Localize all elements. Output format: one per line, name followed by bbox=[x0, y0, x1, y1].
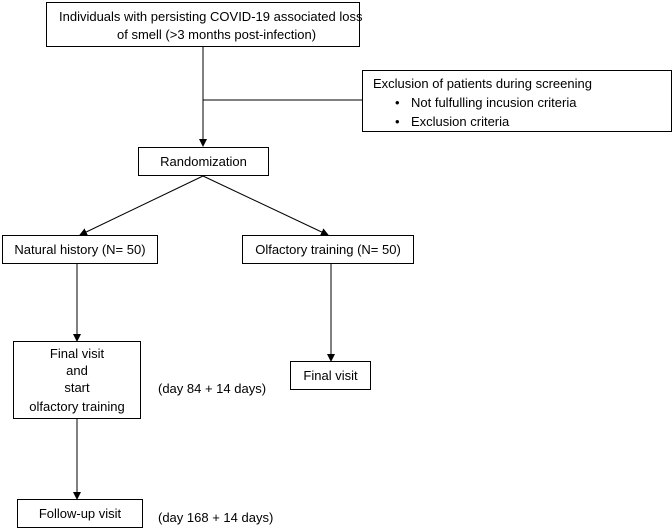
final-visit-start-line: and bbox=[66, 363, 88, 378]
olfactory-training-label: Olfactory training (N= 50) bbox=[255, 242, 401, 257]
exclusion-item: Not fulfulling incusion criteria bbox=[373, 93, 576, 112]
exclusion-box: Exclusion of patients during screening N… bbox=[362, 70, 672, 132]
start-box: Individuals with persisting COVID-19 ass… bbox=[46, 2, 363, 47]
exclusion-item: Exclusion criteria bbox=[373, 112, 576, 131]
randomization-label: Randomization bbox=[160, 154, 247, 169]
follow-up-box: Follow-up visit bbox=[17, 499, 143, 528]
natural-history-label: Natural history (N= 50) bbox=[14, 242, 146, 257]
exclusion-list: Not fulfulling incusion criteria Exclusi… bbox=[373, 93, 576, 131]
olfactory-training-box: Olfactory training (N= 50) bbox=[242, 235, 414, 264]
final-visit-box: Final visit bbox=[290, 361, 371, 390]
final-visit-start-box: Final visit and start olfactory training bbox=[13, 341, 141, 419]
annotation-day84: (day 84 + 14 days) bbox=[158, 381, 267, 396]
natural-history-box: Natural history (N= 50) bbox=[2, 235, 158, 264]
arrow-to-olfactory-training bbox=[202, 175, 329, 236]
start-box-line2: of smell (>3 months post-infection) bbox=[117, 27, 317, 42]
final-visit-label: Final visit bbox=[303, 368, 358, 383]
start-box-line1: Individuals with persisting COVID-19 ass… bbox=[59, 9, 363, 24]
follow-up-label: Follow-up visit bbox=[38, 506, 122, 521]
exclusion-title: Exclusion of patients during screening bbox=[373, 76, 592, 91]
final-visit-start-line: Final visit bbox=[49, 346, 105, 361]
final-visit-start-line: olfactory training bbox=[29, 399, 125, 414]
randomization-box: Randomization bbox=[138, 147, 269, 176]
final-visit-start-line: start bbox=[64, 380, 90, 395]
arrow-to-natural-history bbox=[79, 175, 204, 236]
annotation-day168: (day 168 + 14 days) bbox=[158, 510, 274, 525]
